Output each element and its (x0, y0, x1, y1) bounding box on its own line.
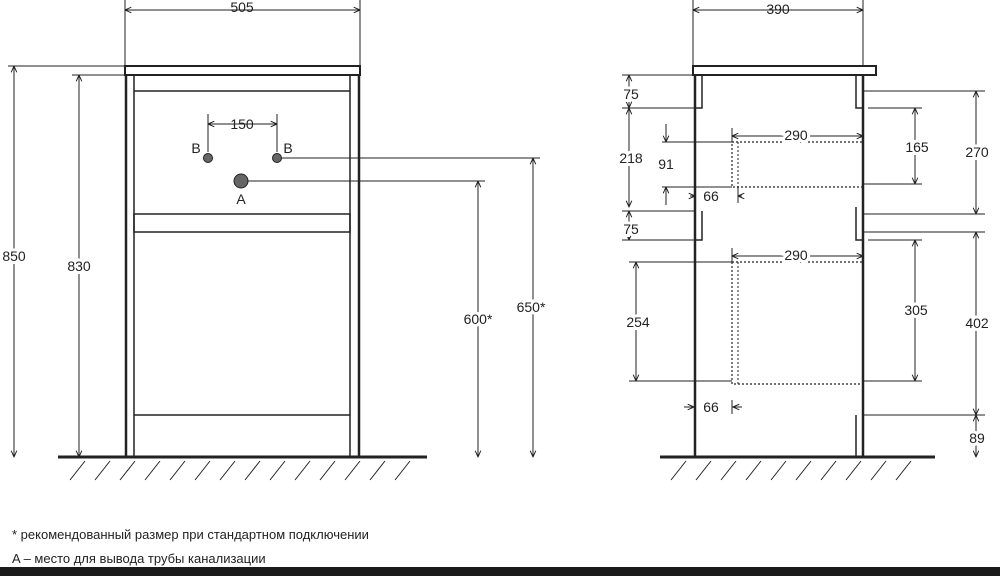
dim-pipe-spacing: 150 (230, 116, 254, 132)
side-floor-hatch (670, 460, 912, 481)
front-countertop (124, 65, 361, 76)
dim-total-height: 850 (2, 248, 26, 264)
side-bottom-drawer (731, 261, 864, 385)
dim-top-drawer-depth: 290 (784, 127, 808, 143)
pipe-b-left (203, 153, 213, 163)
front-upper-shelf (133, 213, 351, 233)
label-pipe-b-right: B (283, 140, 292, 156)
front-view (8, 0, 540, 481)
dim-bottom-drawer-height: 254 (626, 314, 650, 330)
dim-leg-height: 89 (969, 430, 985, 446)
dim-top-gap: 75 (623, 86, 639, 102)
dim-top-drawer-offset: 66 (703, 188, 719, 204)
dim-overall-width: 505 (230, 0, 254, 15)
drain-a (233, 173, 249, 189)
dim-top-drawer-inner: 91 (658, 156, 674, 172)
dim-bottom-drawer-offset: 66 (703, 399, 719, 415)
dim-bottom-drawer-depth: 290 (784, 247, 808, 263)
front-floor-hatch (69, 460, 411, 481)
dim-right-lower-height: 402 (965, 315, 989, 331)
note-drain-location: A – место для вывода трубы канализации (12, 551, 266, 566)
side-countertop (692, 65, 877, 76)
bottom-bar (0, 567, 1000, 576)
note-recommended-size: * рекомендованный размер при стандартном… (12, 527, 369, 542)
dim-right-upper-height: 270 (965, 144, 989, 160)
pipe-b-right (272, 153, 282, 163)
technical-drawing: 505 150 B B A 850 830 600* 650* (2, 0, 989, 481)
label-pipe-b-left: B (191, 140, 200, 156)
dim-mid-gap: 75 (623, 221, 639, 237)
dim-pipe-height: 650* (517, 299, 546, 315)
dim-right-upper-inner: 165 (905, 139, 929, 155)
side-view (622, 0, 985, 481)
label-drain-a: A (236, 191, 246, 207)
dim-right-lower-inner: 305 (904, 302, 928, 318)
dim-body-height: 830 (67, 258, 91, 274)
dim-top-drawer-height: 218 (619, 150, 643, 166)
dim-drain-height: 600* (464, 311, 493, 327)
dim-overall-depth: 390 (766, 1, 790, 17)
side-top-drawer (731, 141, 864, 188)
